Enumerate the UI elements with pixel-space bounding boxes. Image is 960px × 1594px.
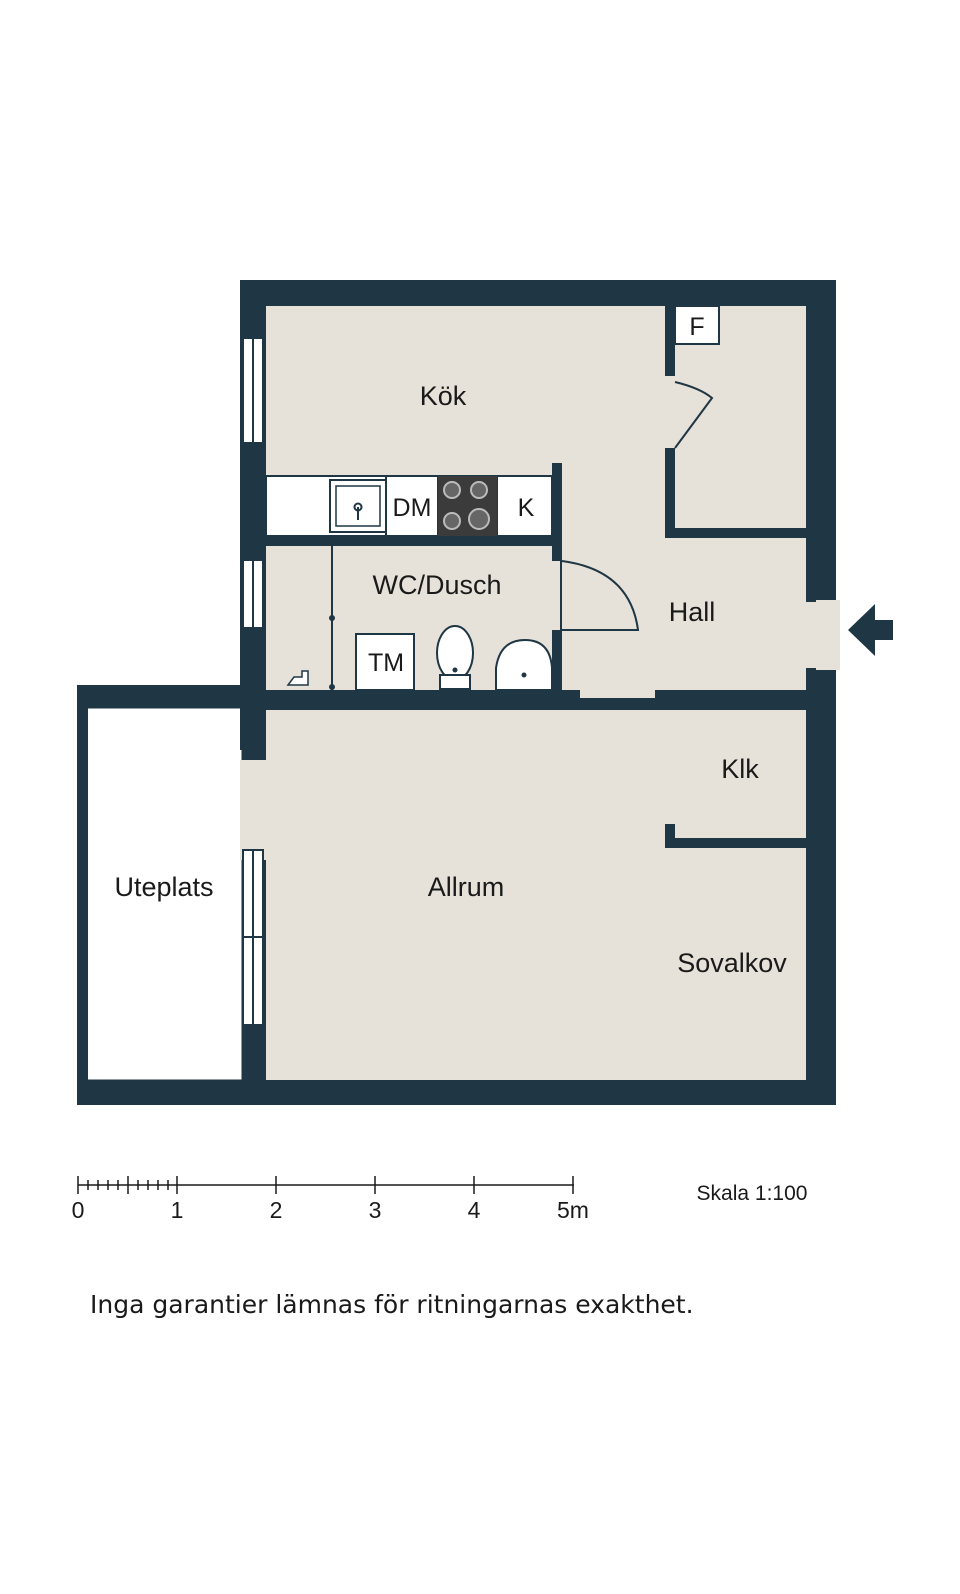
room-label-uteplats: Uteplats	[114, 872, 213, 902]
room-label-allrum: Allrum	[428, 872, 505, 902]
entrance-arrow-icon	[848, 604, 893, 656]
closet-box	[674, 305, 720, 345]
room-label-sovalkov: Sovalkov	[677, 948, 787, 978]
floor-area	[240, 306, 840, 1080]
fixture-label-f: F	[689, 313, 704, 341]
fixture-label-dm: DM	[393, 494, 432, 522]
scale-tick-3: 3	[369, 1197, 382, 1223]
scale-bar	[77, 1176, 574, 1194]
disclaimer: Inga garantier lämnas för ritningarnas e…	[90, 1290, 694, 1319]
room-label-kok: Kök	[420, 381, 467, 411]
fixture-label-tm: TM	[368, 649, 404, 677]
scale-tick-5: 5m	[557, 1197, 589, 1223]
wc-fixtures	[286, 546, 553, 691]
room-label-wc: WC/Dusch	[372, 570, 501, 600]
scale-tick-4: 4	[468, 1197, 481, 1223]
fixture-label-k: K	[518, 494, 535, 522]
room-label-klk: Klk	[721, 754, 759, 784]
scale-tick-2: 2	[270, 1197, 283, 1223]
windows	[242, 337, 264, 1026]
interior-walls	[240, 306, 816, 1080]
room-label-hall: Hall	[669, 597, 716, 627]
kitchen-counter	[265, 475, 553, 537]
doors	[561, 381, 714, 631]
scale-tick-1: 1	[171, 1197, 184, 1223]
terrace-floor	[86, 707, 243, 1081]
scale-label: Skala 1:100	[697, 1182, 808, 1205]
scale-tick-0: 0	[72, 1197, 85, 1223]
